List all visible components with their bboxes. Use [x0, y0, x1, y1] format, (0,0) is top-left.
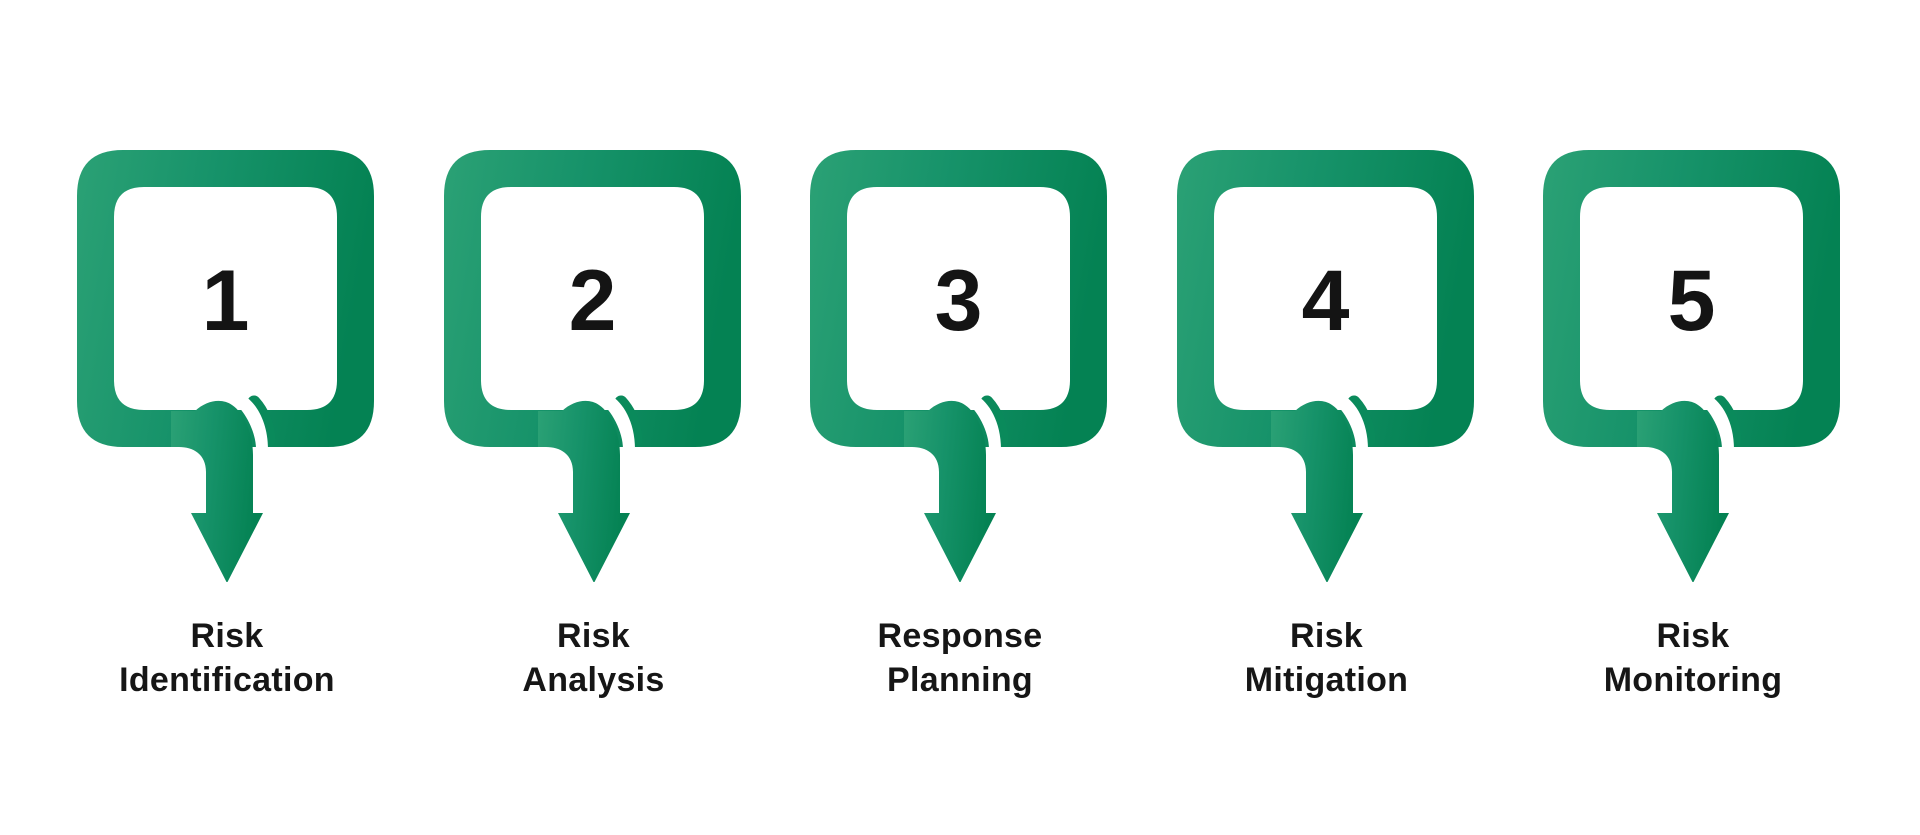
border-gap	[597, 395, 635, 449]
numbered-frame-down-arrow-icon: 5	[1543, 150, 1840, 582]
frame-cut-end	[247, 395, 276, 447]
down-arrow-icon	[171, 400, 263, 582]
frame-cut-end	[980, 395, 1009, 447]
rounded-frame	[1543, 150, 1840, 447]
step-label: Response Planning	[877, 617, 1043, 699]
rounded-frame	[1176, 150, 1474, 447]
step-number: 4	[1301, 253, 1349, 349]
frame-cut-end	[1713, 395, 1742, 447]
rounded-frame	[443, 150, 741, 447]
down-arrow-icon	[1637, 400, 1729, 582]
process-step: 4 Risk Mitigation	[1157, 0, 1497, 702]
process-step: 2 Risk Analysis	[424, 0, 764, 702]
numbered-frame-down-arrow-icon: 2	[443, 150, 741, 582]
down-arrow-icon	[1270, 400, 1363, 582]
process-step: 1 Risk Identification	[57, 0, 397, 702]
step-label: Risk Monitoring	[1603, 617, 1783, 699]
step-label: Risk Identification	[119, 617, 335, 699]
step-number: 1	[202, 253, 250, 349]
down-arrow-icon	[904, 400, 996, 582]
frame-cut-end	[614, 395, 642, 447]
border-gap	[964, 395, 1001, 449]
numbered-frame-down-arrow-icon: 4	[1176, 150, 1474, 582]
rounded-frame	[77, 150, 374, 447]
numbered-frame-down-arrow-icon: 1	[77, 150, 374, 582]
frame-cut-end	[1347, 395, 1375, 447]
rounded-frame	[810, 150, 1107, 447]
border-gap	[1330, 395, 1368, 449]
step-number: 3	[935, 253, 983, 349]
border-gap	[231, 395, 268, 449]
process-step: 5 Risk Monitoring	[1523, 0, 1863, 702]
step-number: 2	[568, 253, 616, 349]
step-number: 5	[1668, 253, 1716, 349]
border-gap	[1697, 395, 1734, 449]
process-step: 3 Response Planning	[790, 0, 1130, 702]
step-label: Risk Mitigation	[1244, 617, 1409, 699]
steps-row: 1 Risk Identification 2 Risk Analysis	[57, 0, 1863, 702]
down-arrow-icon	[537, 400, 630, 582]
step-label: Risk Analysis	[522, 617, 665, 699]
numbered-frame-down-arrow-icon: 3	[810, 150, 1107, 582]
